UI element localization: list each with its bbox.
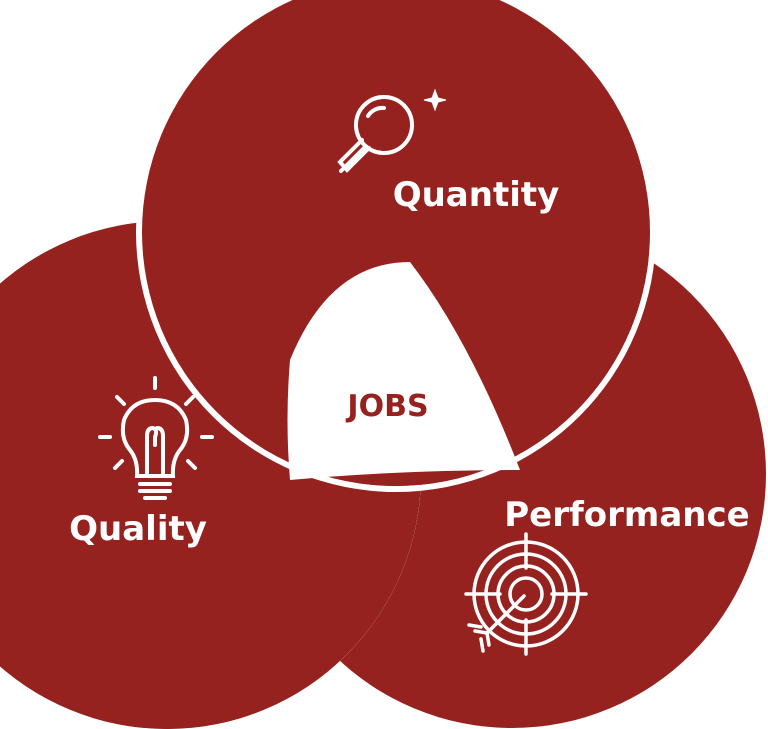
- center-region: [287, 262, 520, 480]
- quality-label: Quality: [69, 509, 207, 549]
- quantity-label: Quantity: [393, 175, 560, 215]
- lightbulb-icon: [98, 376, 214, 500]
- target-arrow-icon: [464, 532, 588, 656]
- center-label: JOBS: [345, 389, 428, 424]
- performance-label: Performance: [504, 495, 749, 535]
- magnifier-sparkle-icon: [337, 88, 447, 173]
